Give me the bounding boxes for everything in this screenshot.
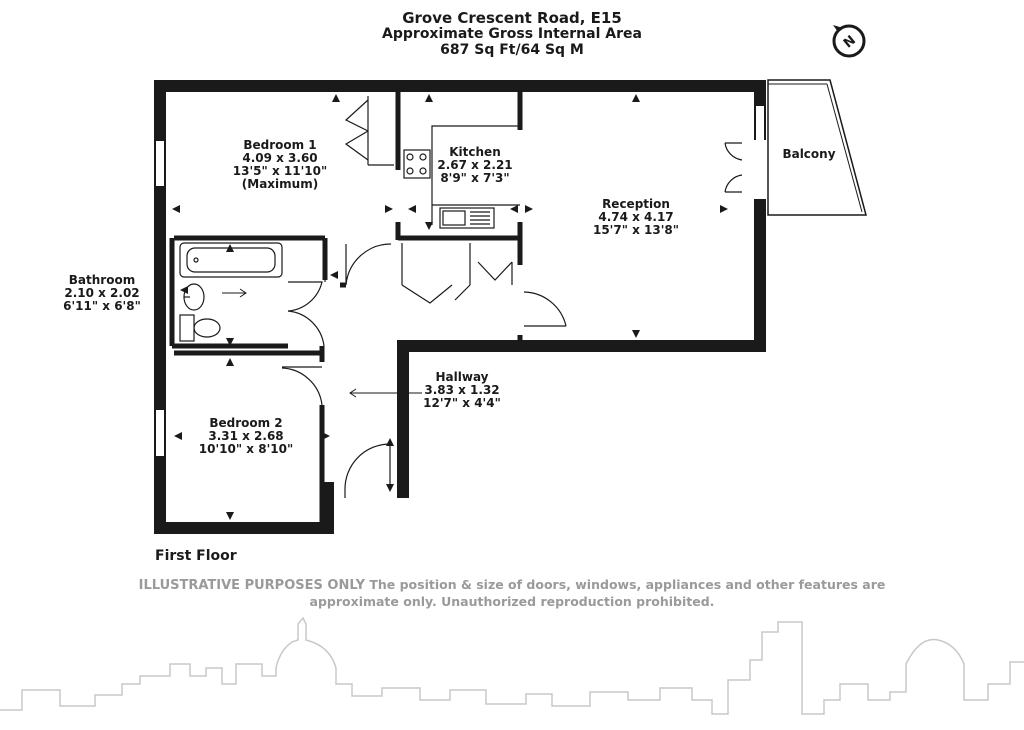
disclaimer-line1: The position & size of doors, windows, a…: [369, 577, 886, 592]
room-imperial: 13'5" x 11'10": [232, 164, 328, 178]
room-label-bedroom1: Bedroom 1 4.09 x 3.60 13'5" x 11'10" (Ma…: [212, 139, 348, 191]
doors: [281, 142, 743, 498]
room-label-balcony: Balcony: [772, 148, 846, 161]
disclaimer-line2: approximate only. Unauthorized reproduct…: [309, 594, 715, 609]
room-name: Hallway: [435, 370, 489, 384]
room-imperial: 6'11" x 6'8": [63, 299, 141, 313]
plan-header: Grove Crescent Road, E15 Approximate Gro…: [312, 10, 712, 58]
bathroom-fixtures: [179, 242, 283, 342]
room-metric: 4.09 x 3.60: [242, 151, 318, 165]
room-name: Reception: [602, 197, 670, 211]
area-title: Approximate Gross Internal Area: [382, 26, 642, 42]
dimension-markers: [172, 94, 728, 520]
kitchen-counter: [403, 125, 520, 229]
room-label-kitchen: Kitchen 2.67 x 2.21 8'9" x 7'3": [430, 146, 520, 185]
room-name: Bathroom: [68, 273, 136, 287]
wardrobe-bedroom1: [344, 96, 394, 166]
room-imperial: 12'7" x 4'4": [423, 396, 501, 410]
room-name: Bedroom 1: [243, 138, 317, 152]
room-name: Kitchen: [449, 145, 501, 159]
room-name: Balcony: [782, 147, 836, 161]
room-name: Bedroom 2: [209, 416, 283, 430]
room-metric: 3.83 x 1.32: [424, 383, 500, 397]
room-metric: 4.74 x 4.17: [598, 210, 674, 224]
skyline-silhouette: [0, 616, 1024, 715]
disclaimer-lead: ILLUSTRATIVE PURPOSES ONLY: [138, 578, 365, 593]
interior-walls: [169, 90, 523, 522]
room-label-bedroom2: Bedroom 2 3.31 x 2.68 10'10" x 8'10": [188, 417, 304, 456]
disclaimer: ILLUSTRATIVE PURPOSES ONLY The position …: [110, 577, 914, 610]
balcony-outline: [767, 79, 867, 216]
room-label-reception: Reception 4.74 x 4.17 15'7" x 13'8": [580, 198, 692, 237]
floor-label: First Floor: [155, 548, 237, 564]
room-metric: 2.10 x 2.02: [64, 286, 140, 300]
north-arrow-icon: N: [832, 24, 866, 58]
room-metric: 3.31 x 2.68: [208, 429, 284, 443]
room-metric: 2.67 x 2.21: [437, 158, 513, 172]
windows: [154, 100, 766, 462]
room-imperial: 15'7" x 13'8": [592, 223, 680, 237]
room-label-hallway: Hallway 3.83 x 1.32 12'7" x 4'4": [414, 371, 510, 410]
room-imperial: 8'9" x 7'3": [440, 171, 510, 185]
room-note: (Maximum): [241, 177, 319, 191]
room-imperial: 10'10" x 8'10": [198, 442, 294, 456]
direction-arrows: [222, 288, 422, 398]
property-address: Grove Crescent Road, E15: [402, 9, 622, 27]
cupboard-hallway: [401, 243, 513, 304]
outer-walls: [154, 80, 766, 534]
room-label-bathroom: Bathroom 2.10 x 2.02 6'11" x 6'8": [52, 274, 152, 313]
area-value: 687 Sq Ft/64 Sq M: [440, 42, 584, 58]
